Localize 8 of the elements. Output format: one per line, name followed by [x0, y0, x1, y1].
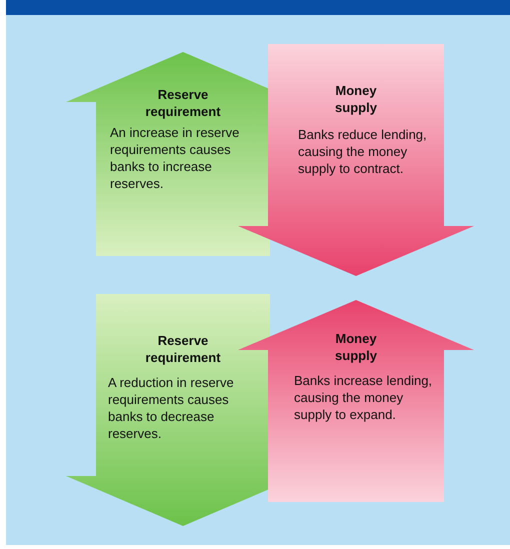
arrow-text: Banks reduce lending, causing the money supply to contract.	[298, 126, 428, 177]
arrow-heading: Reserve requirement	[144, 332, 222, 366]
arrow-text: Banks increase lending, causing the money supply to expand.	[294, 372, 434, 423]
arrow-text: A reduction in reserve requirements causes banks to decrease reserves.	[108, 374, 235, 442]
arrow-heading: Reserve requirement	[144, 86, 222, 120]
arrow-text: An increase in reserve requirements causes banks to increase reserves.	[110, 124, 240, 192]
arrow-heading: Money supply	[334, 330, 378, 364]
arrow-heading: Money supply	[334, 82, 378, 116]
